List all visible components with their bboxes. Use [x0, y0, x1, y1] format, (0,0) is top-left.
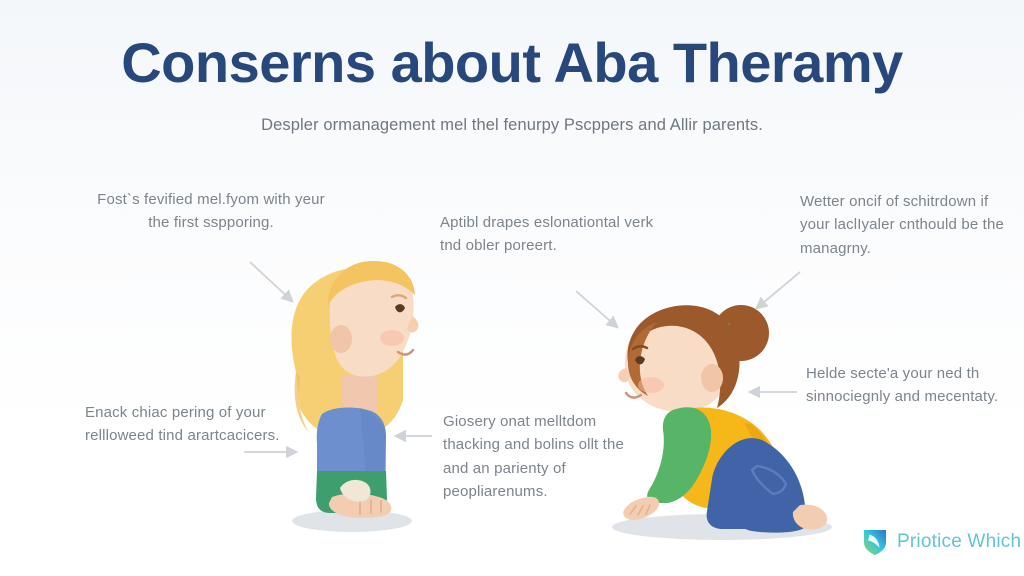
right-child-hand-left-lines — [629, 504, 651, 516]
left-child-nose — [407, 316, 419, 333]
note-middle-center: Giosery onat melltdom thacking and bolin… — [443, 413, 624, 500]
right-child-cheek — [638, 377, 664, 393]
right-child-sleeve — [647, 407, 712, 503]
note-middle-left: Enack chiac pering of your rellloweed ti… — [85, 404, 280, 445]
left-child-cheek — [380, 330, 404, 346]
brand-logo[interactable]: Priotice Which — [862, 528, 1021, 555]
page-subtitle: Despler ormanagement mel thel fenurpy Ps… — [261, 116, 763, 134]
shield-leaf-icon — [864, 530, 886, 555]
note-middle-right: Helde secte'a your ned th sinnociegnly a… — [806, 365, 999, 406]
note-top-right: Wetter oncif of schitrdown if your laclI… — [800, 193, 1004, 257]
right-child-brow — [631, 345, 649, 351]
left-child-neck — [342, 375, 378, 411]
left-child-hair-front — [327, 260, 415, 306]
left-child-hair-strand — [294, 372, 309, 432]
right-child-mouth — [624, 391, 643, 399]
right-child-shorts — [706, 438, 806, 529]
left-child-mouth — [396, 348, 415, 356]
left-child — [291, 260, 419, 518]
left-child-head — [329, 260, 414, 377]
note-top-center: Aptibl drapes eslonationtal verk tnd obl… — [440, 214, 654, 255]
right-child-leg — [735, 509, 806, 533]
left-child-shirt-shade — [360, 408, 386, 471]
right-child — [618, 305, 828, 533]
right-child-nose — [618, 368, 630, 383]
right-child-eye — [635, 356, 645, 365]
page-title: Conserns about Aba Theramy — [121, 31, 903, 94]
left-child-ear — [330, 325, 352, 353]
left-child-eye — [395, 304, 405, 313]
left-child-finger-lines — [359, 499, 382, 515]
left-child-knee — [340, 479, 371, 502]
left-child-brow — [390, 294, 408, 300]
note-top-left: Fost`s fevified mel.fyom with yeur the f… — [97, 191, 325, 232]
right-child-shorts-pocket — [750, 464, 788, 496]
right-child-hair-front — [628, 322, 657, 396]
right-child-foot — [792, 504, 828, 530]
brand-logo-text: Priotice Which — [897, 530, 1022, 552]
right-child-hair — [627, 305, 740, 408]
right-child-ear — [701, 364, 723, 392]
